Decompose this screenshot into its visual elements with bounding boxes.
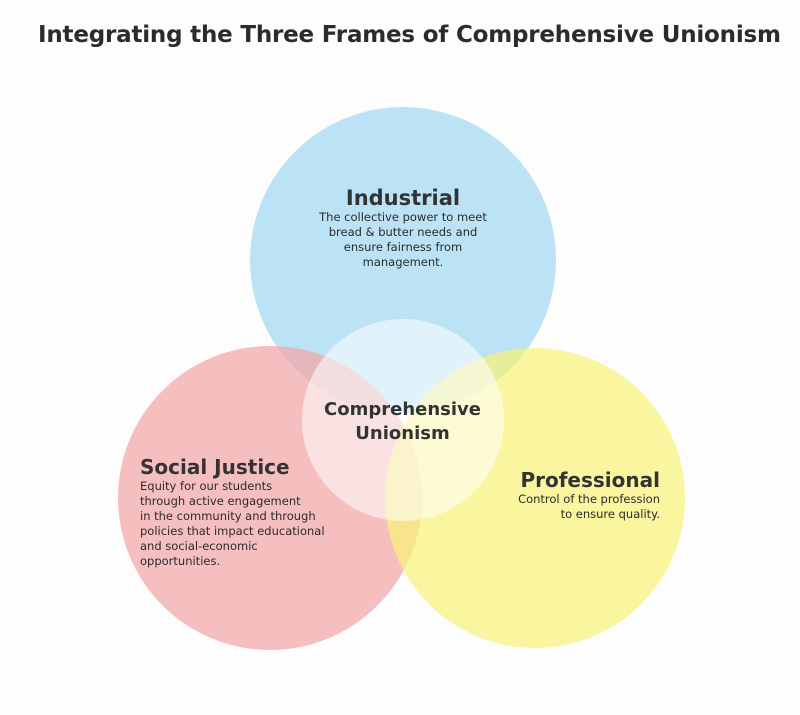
professional-desc-line: Control of the profession — [518, 492, 660, 506]
industrial-desc-line: management. — [362, 255, 444, 269]
social-justice-desc-line: through active engagement — [140, 494, 301, 508]
center-circle — [302, 319, 504, 521]
social-justice-desc-line: opportunities. — [140, 554, 221, 568]
professional-description: Control of the profession to ensure qual… — [470, 492, 660, 522]
industrial-circle — [250, 107, 556, 413]
industrial-heading: Industrial — [345, 186, 461, 210]
industrial-desc-line: ensure fairness from — [343, 240, 463, 254]
industrial-desc-line: The collective power to meet — [319, 210, 487, 224]
professional-frame: Professional Control of the profession t… — [470, 468, 660, 522]
social-justice-desc-line: policies that impact educational — [140, 524, 325, 538]
social-justice-description: Equity for our students through active e… — [140, 479, 350, 569]
social-justice-frame: Social Justice Equity for our students t… — [140, 455, 350, 569]
center-label-line: Comprehensive — [324, 399, 481, 420]
professional-heading: Professional — [520, 468, 660, 492]
diagram-title: Integrating the Three Frames of Comprehe… — [38, 22, 781, 48]
social-justice-desc-line: Equity for our students — [140, 479, 273, 493]
social-justice-heading: Social Justice — [140, 455, 290, 479]
center-label-line: Unionism — [355, 423, 450, 444]
industrial-frame: Industrial The collective power to meet … — [300, 186, 506, 270]
industrial-desc-line: bread & butter needs and — [328, 225, 478, 239]
social-justice-desc-line: and social-economic — [140, 539, 258, 553]
comprehensive-unionism-center: Comprehensive Unionism — [300, 398, 505, 446]
industrial-description: The collective power to meet bread & but… — [300, 210, 506, 270]
social-justice-desc-line: in the community and through — [140, 509, 316, 523]
professional-desc-line: to ensure quality. — [560, 507, 660, 521]
